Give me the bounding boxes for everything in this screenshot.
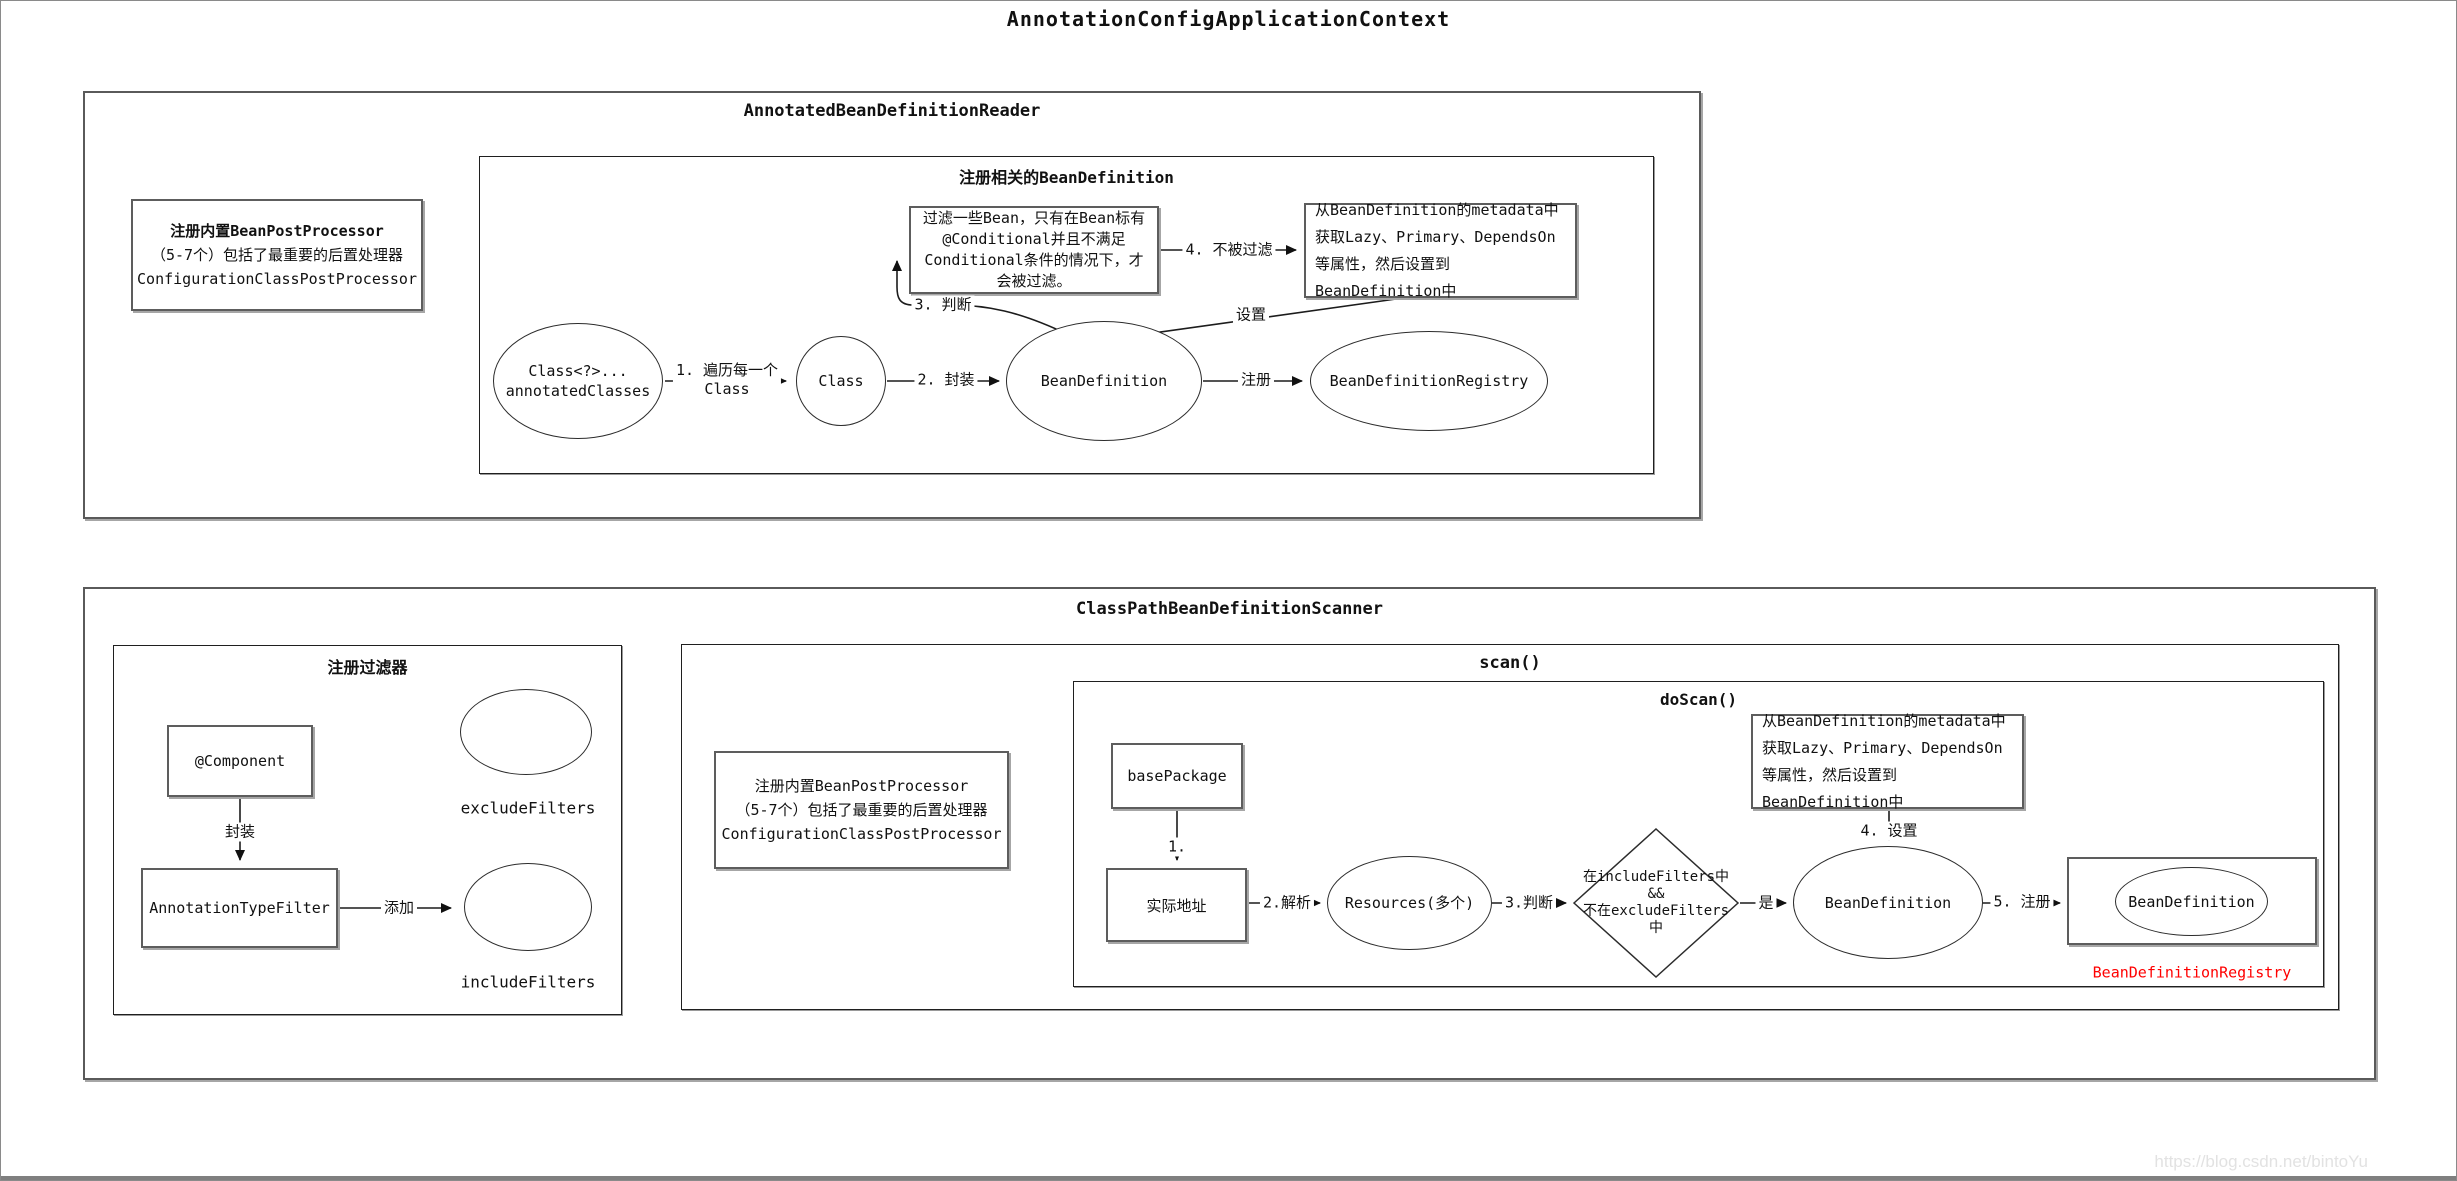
exclude-filters-ellipse bbox=[460, 689, 592, 775]
annotated-classes-line2: annotatedClasses bbox=[505, 382, 651, 400]
scan-group-title: scan() bbox=[1479, 653, 1541, 673]
scan-note-box: 注册内置BeanPostProcessor （5-7个）包括了最重要的后置处理器… bbox=[714, 751, 1009, 869]
edge-label-step2: 2.解析 bbox=[1259, 893, 1315, 913]
registry-label: BeanDefinitionRegistry bbox=[2092, 963, 2292, 982]
annotated-classes-ellipse: Class<?>... annotatedClasses bbox=[493, 323, 663, 439]
edge-label-wrap-filter: 封装 bbox=[221, 822, 259, 842]
reader-note-line2: （5-7个）包括了最重要的后置处理器 bbox=[150, 246, 404, 264]
include-filters-label: includeFilters bbox=[460, 972, 596, 992]
filters-group-box: 注册过滤器 bbox=[113, 645, 622, 1015]
bottom-border-bar bbox=[1, 1176, 2456, 1180]
edge-label-iterate-line2: Class bbox=[704, 380, 750, 398]
class-circle: Class bbox=[796, 336, 886, 426]
reader-group-box: AnnotatedBeanDefinitionReader bbox=[83, 91, 1701, 519]
edge-label-step5: 5. 注册 bbox=[1990, 892, 2054, 912]
edge-label-set: 设置 bbox=[1232, 305, 1270, 325]
include-filters-ellipse bbox=[464, 863, 592, 951]
doscan-group-title: doScan() bbox=[1659, 690, 1738, 709]
doscan-metadata-note: 从BeanDefinition的metadata中获取Lazy、Primary、… bbox=[1751, 712, 2024, 811]
reader-metadata-note: 从BeanDefinition的metadata中获取Lazy、Primary、… bbox=[1304, 201, 1577, 300]
scanner-group-box: ClassPathBeanDefinitionScanner bbox=[83, 587, 2376, 1080]
scan-note-line2: （5-7个）包括了最重要的后置处理器 bbox=[735, 801, 988, 819]
scan-note-line1: 注册内置BeanPostProcessor bbox=[754, 777, 969, 795]
register-group-box: 注册相关的BeanDefinition bbox=[479, 156, 1654, 474]
edge-label-step4: 4. 设置 bbox=[1857, 821, 1921, 841]
annotation-type-filter-box: AnnotationTypeFilter bbox=[141, 868, 338, 948]
edge-label-step1: 1. bbox=[1164, 837, 1190, 857]
condition-line1: 在includeFilters中 bbox=[1582, 869, 1730, 885]
scan-group-box: scan() bbox=[681, 644, 2339, 1010]
doscan-group-box: doScan() bbox=[1073, 681, 2324, 987]
edge-label-register: 注册 bbox=[1237, 370, 1275, 390]
filters-group-title: 注册过滤器 bbox=[327, 658, 408, 677]
reader-note-line1: 注册内置BeanPostProcessor bbox=[170, 222, 384, 240]
reader-note-line3: ConfigurationClassPostProcessor bbox=[137, 270, 417, 288]
reader-group-title: AnnotatedBeanDefinitionReader bbox=[743, 101, 1041, 121]
annotated-classes-line1: Class<?>... bbox=[528, 362, 628, 380]
condition-line4: 中 bbox=[1648, 920, 1663, 936]
actual-path-box: 实际地址 bbox=[1106, 868, 1247, 942]
filter-condition-diamond-text: 在includeFilters中 && 不在excludeFilters 中 bbox=[1583, 869, 1729, 937]
watermark: https://blog.csdn.net/bintoYu bbox=[2154, 1152, 2368, 1171]
register-group-title: 注册相关的BeanDefinition bbox=[959, 168, 1174, 187]
registry-bean-definition-ellipse: BeanDefinition bbox=[2115, 867, 2268, 936]
exclude-filters-label: excludeFilters bbox=[460, 798, 596, 818]
edge-label-judge: 3. 判断 bbox=[911, 295, 975, 315]
component-annotation-box: @Component bbox=[167, 725, 313, 797]
bean-definition-registry-ellipse: BeanDefinitionRegistry bbox=[1310, 331, 1548, 431]
doscan-bean-definition-ellipse: BeanDefinition bbox=[1793, 846, 1983, 959]
edge-label-iterate-line1: 1. 遍历每一个 bbox=[675, 361, 779, 379]
scan-note-line3: ConfigurationClassPostProcessor bbox=[721, 825, 1002, 843]
edge-label-wrap: 2. 封装 bbox=[914, 370, 978, 390]
reader-note-box: 注册内置BeanPostProcessor （5-7个）包括了最重要的后置处理器… bbox=[131, 199, 423, 311]
conditional-filter-note: 过滤一些Bean，只有在Bean标有@Conditional并且不满足Condi… bbox=[909, 206, 1159, 294]
bean-definition-ellipse: BeanDefinition bbox=[1006, 321, 1202, 441]
edge-label-add: 添加 bbox=[380, 898, 418, 918]
condition-line3: 不在excludeFilters bbox=[1582, 903, 1730, 919]
page-title: AnnotationConfigApplicationContext bbox=[1006, 7, 1451, 31]
base-package-box: basePackage bbox=[1111, 743, 1243, 809]
edge-label-step3: 3.判断 bbox=[1501, 893, 1557, 913]
scanner-group-title: ClassPathBeanDefinitionScanner bbox=[1075, 599, 1384, 619]
edge-label-iterate: 1. 遍历每一个 Class bbox=[672, 361, 782, 399]
resources-ellipse: Resources(多个) bbox=[1327, 856, 1492, 950]
condition-line2: && bbox=[1647, 886, 1665, 902]
edge-label-yes: 是 bbox=[1755, 893, 1777, 913]
edge-label-not-filtered: 4. 不被过滤 bbox=[1182, 240, 1276, 260]
